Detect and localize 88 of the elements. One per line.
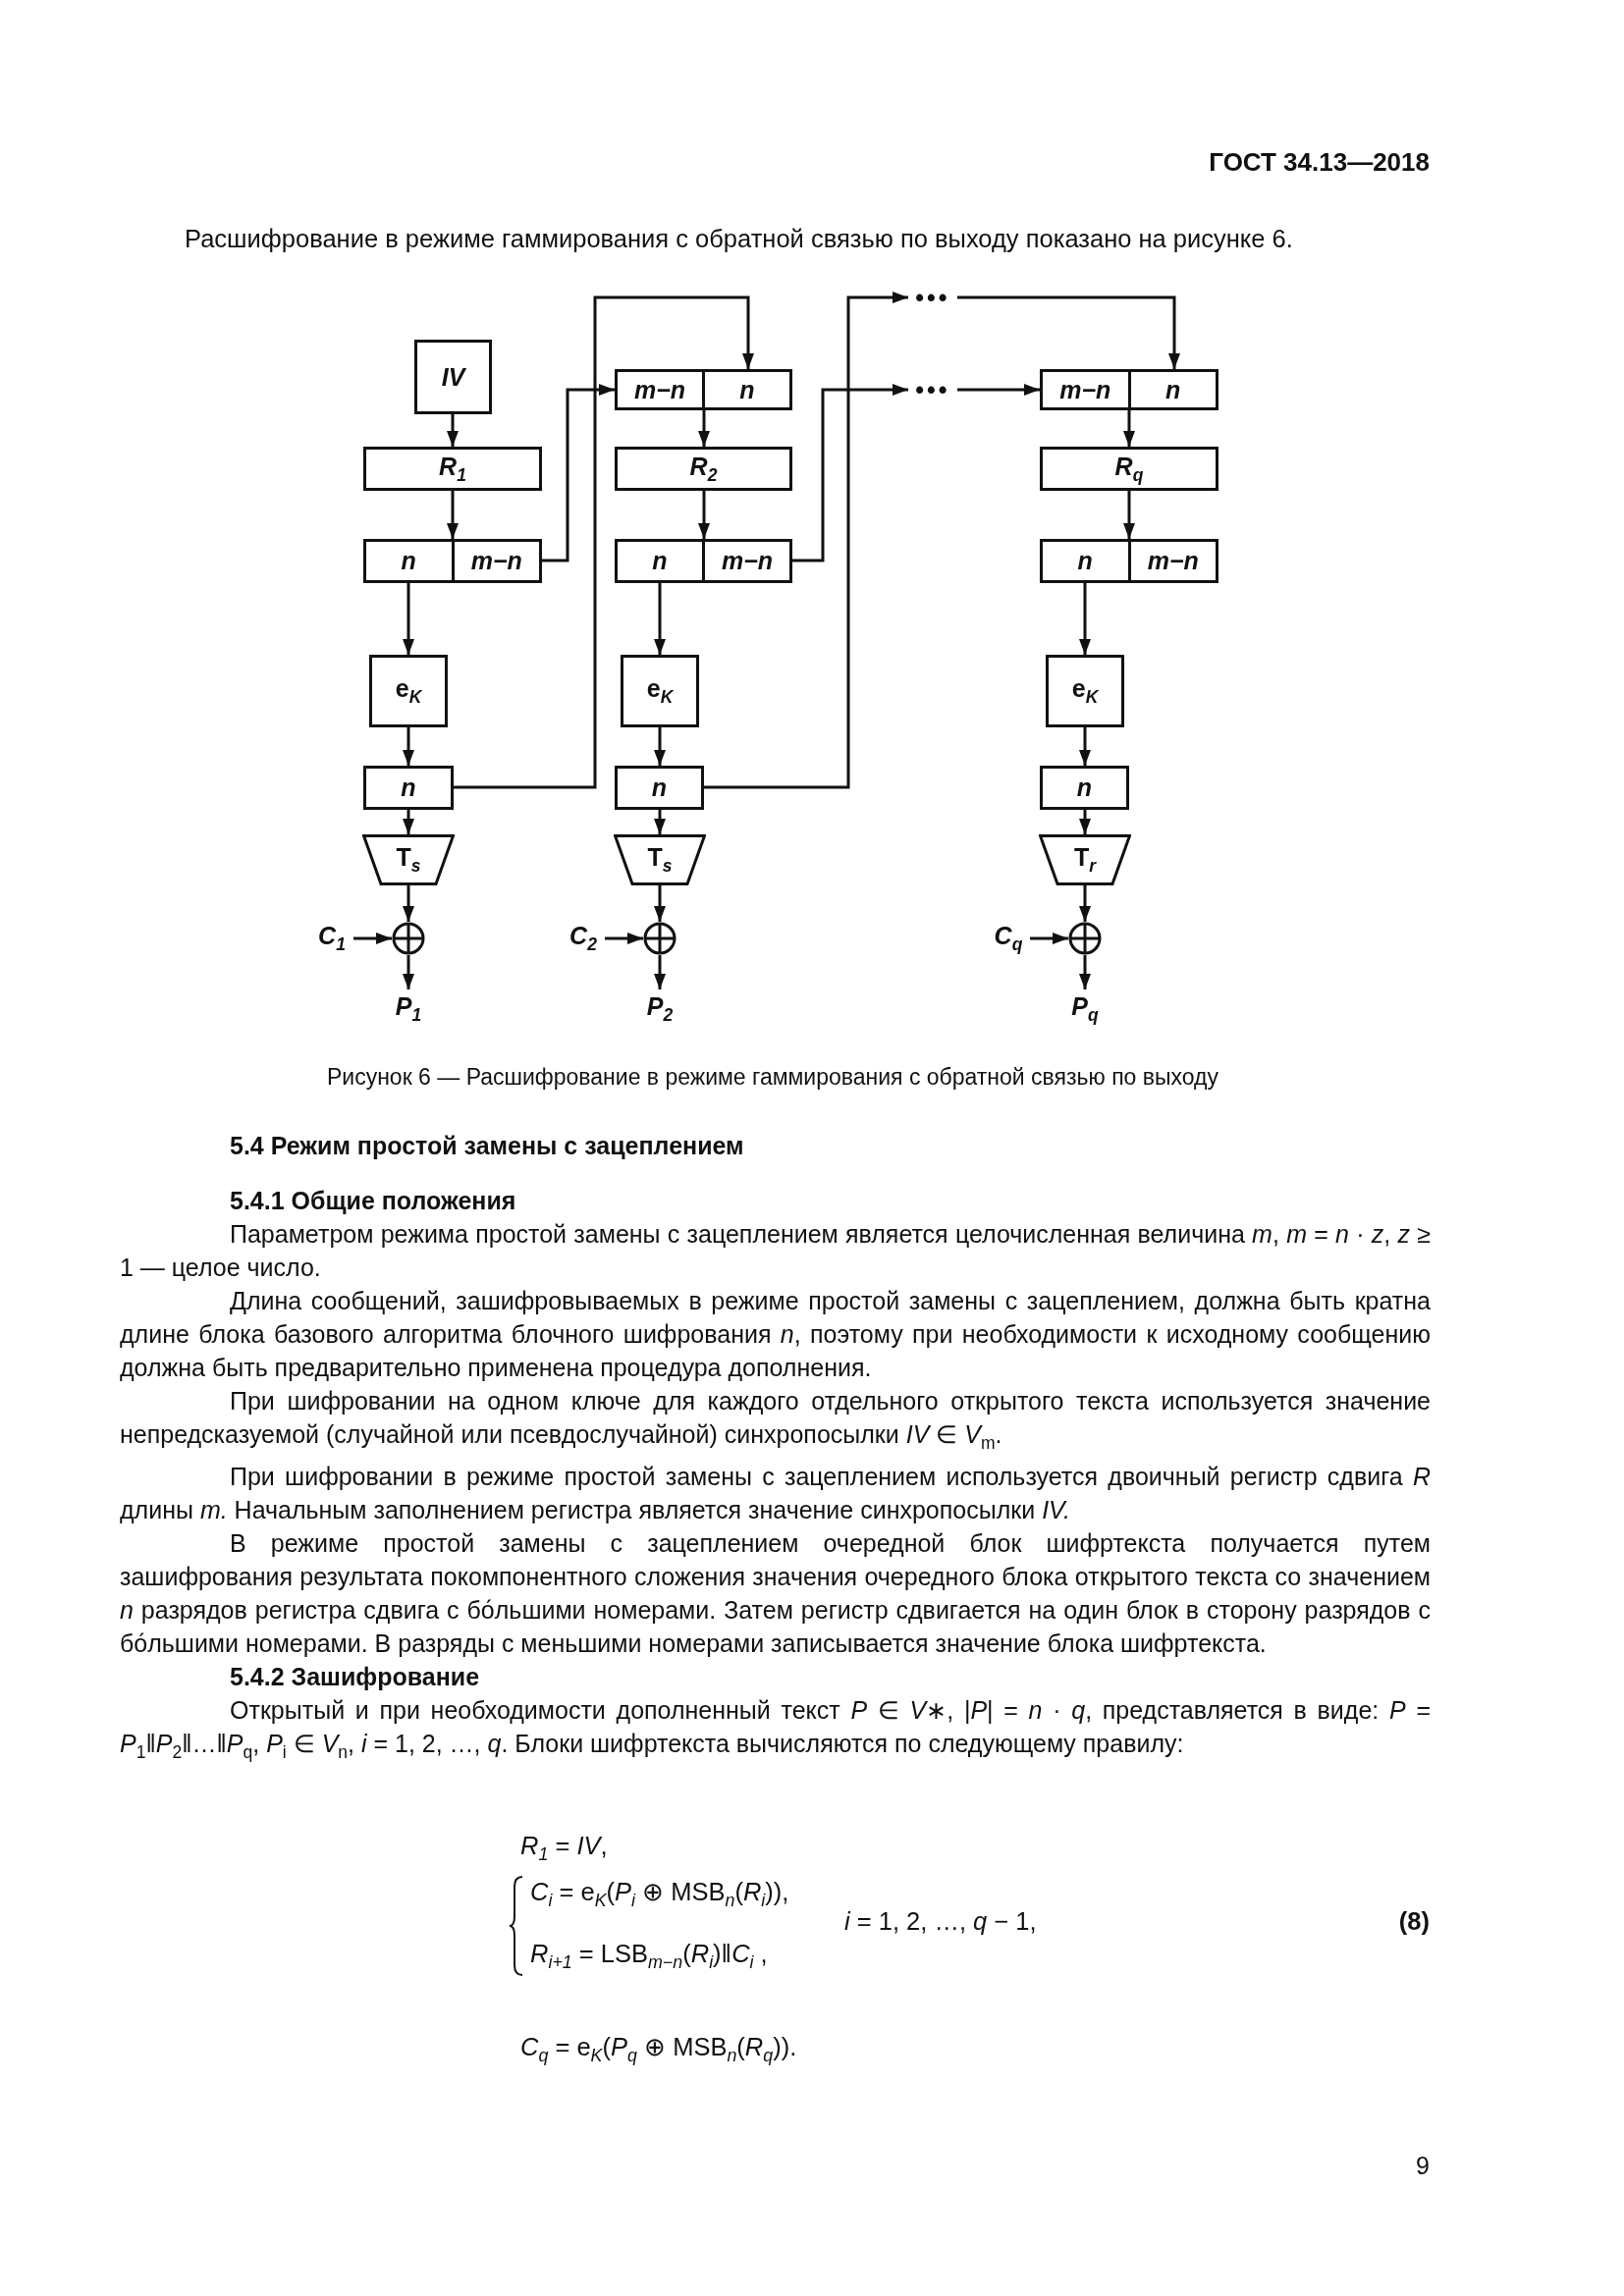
arrow — [403, 583, 414, 655]
register-box: R$_{2}$ — [615, 447, 792, 491]
output-label: P$_{2}$ — [638, 989, 681, 1029]
arrow — [447, 491, 459, 539]
paragraph: Расшифрование в режиме гаммирования с обратной связью по выходу показано на рисунке 6. — [185, 225, 1293, 253]
input-label: C$_{q}$ — [987, 919, 1030, 958]
register-box: R$_{q}$ — [1040, 447, 1218, 491]
output-label: P$_{1}$ — [387, 989, 430, 1029]
arrow — [403, 727, 414, 766]
register-field: n — [1043, 542, 1128, 580]
page-header: ГОСТ 34.13—2018 — [1209, 147, 1430, 178]
register-field: n — [366, 542, 452, 580]
xor-symbol — [392, 922, 425, 955]
formula: R$_{i+1}$ = LSB$_{m−n}$(R$_{i}$)‖C$_{i}$ , — [530, 1940, 768, 1974]
arrow — [957, 384, 1040, 396]
register-field: m−n — [451, 542, 539, 580]
arrow — [654, 955, 666, 989]
arrow — [654, 810, 666, 834]
truncation-trapezoid: T$_{s}$ — [614, 834, 706, 885]
arrow — [957, 295, 1180, 369]
formula: C$_{i}$ = e$_{K}$(P$_{i}$ ⊕ MSB$_{n}$(R$_{i}$)), — [530, 1877, 789, 1912]
arrow — [654, 583, 666, 655]
register-box — [1040, 539, 1218, 583]
paragraph: Длина сообщений, зашифровываемых в режиме простой замены с зацеплением, должна быть кратна длине блока базового алгоритма блочного шифрования n, поэтому при необходимости к исходному сообщению должна быть предварительно применена процедура дополнения. — [120, 1286, 1431, 1383]
register-field: m−n — [618, 372, 702, 407]
paragraph: При шифровании на одном ключе для каждого отдельного открытого текста используется значение непредсказуемой (случайной или псевдослучайной) синхропосылки IV ∈ V$_{m}$. — [120, 1386, 1431, 1455]
section-heading: 5.4.2 Зашифрование — [230, 1662, 481, 1692]
arrow — [654, 885, 666, 922]
arrow — [1079, 810, 1091, 834]
figure-caption: Рисунок 6 — Расшифрование в режиме гаммирования с обратной связью по выходу — [326, 1064, 1219, 1091]
register-field: m−n — [702, 542, 789, 580]
register-box: n — [1040, 766, 1129, 810]
arrow — [654, 727, 666, 766]
formula: R$_{1}$ = IV, — [520, 1832, 608, 1866]
arrow — [1079, 583, 1091, 655]
arrow — [1079, 955, 1091, 989]
paragraph: При шифровании в режиме простой замены с зацеплением используется двоичный регистр сдвига R длины m. Начальным заполнением регистра является значение синхропосылки IV. — [120, 1462, 1431, 1525]
formula: i = 1, 2, …, q − 1, — [844, 1907, 1037, 1936]
register-box — [615, 369, 792, 410]
encryption-box: e$_{K}$ — [621, 655, 699, 727]
truncation-trapezoid: T$_{r}$ — [1039, 834, 1131, 885]
register-field: m−n — [1043, 372, 1128, 407]
arrow — [792, 384, 908, 562]
register-field: m−n — [1127, 542, 1216, 580]
section-heading: 5.4 Режим простой замены с зацеплением — [230, 1131, 745, 1161]
equation-number: (8) — [1398, 1907, 1430, 1936]
paragraph: Открытый и при необходимости дополненный текст P ∈ V∗, |P| = n · q, представляется в виде: P = P$_{1}$‖P$_{2}$‖…‖P$_{q}$, P$_{i}$ ∈ V$_{n}$, i = 1, 2, …, q. Блоки шифртекста вычисляются по следующему правилу: — [120, 1695, 1431, 1764]
register-box — [363, 539, 542, 583]
arrow — [542, 384, 615, 562]
xor-symbol — [643, 922, 677, 955]
arrow — [698, 491, 710, 539]
arrow — [1079, 885, 1091, 922]
register-field: n — [618, 542, 702, 580]
ellipsis: ••• — [908, 283, 957, 312]
formula: C$_{q}$ = e$_{K}$(P$_{q}$ ⊕ MSB$_{n}$(R$_{q}$)). — [520, 2032, 797, 2067]
arrow — [403, 810, 414, 834]
xor-symbol — [1068, 922, 1102, 955]
arrow — [1123, 410, 1135, 447]
page-number: 9 — [1416, 2152, 1430, 2180]
register-field: n — [702, 372, 789, 407]
arrow — [1079, 727, 1091, 766]
section-heading: 5.4.1 Общие положения — [230, 1186, 517, 1216]
truncation-trapezoid: T$_{s}$ — [362, 834, 455, 885]
arrow — [1123, 491, 1135, 539]
arrow — [447, 414, 459, 447]
arrow — [698, 410, 710, 447]
register-box: n — [615, 766, 704, 810]
paragraph: В режиме простой замены с зацеплением очередной блок шифртекста получается путем зашифрования результата покомпонентного сложения значения очередного блока открытого текста со значением n разрядов регистра сдвига с бо́льшими номерами. Затем регистр сдвигается на один блок в сторону разрядов с бо́льшими номерами. В разряды с меньшими номерами записывается значение блока шифртекста. — [120, 1528, 1431, 1659]
output-label: P$_{q}$ — [1063, 989, 1107, 1029]
register-box: R$_{1}$ — [363, 447, 542, 491]
register-box — [615, 539, 792, 583]
register-field: n — [1127, 372, 1216, 407]
arrow — [403, 885, 414, 922]
arrow — [403, 955, 414, 989]
arrow — [1030, 933, 1068, 944]
input-label: C$_{2}$ — [562, 919, 605, 958]
ellipsis: ••• — [908, 375, 957, 404]
arrow — [704, 292, 908, 789]
register-box: n — [363, 766, 454, 810]
arrow — [454, 295, 754, 789]
arrow — [605, 933, 643, 944]
encryption-box: e$_{K}$ — [369, 655, 448, 727]
input-label: C$_{1}$ — [310, 919, 353, 958]
register-box — [1040, 369, 1218, 410]
process-box: IV — [414, 340, 492, 414]
encryption-box: e$_{K}$ — [1046, 655, 1124, 727]
paragraph: Параметром режима простой замены с зацеплением является целочисленная величина m, m = n · z, z ≥ 1 — целое число. — [120, 1219, 1431, 1283]
arrow — [353, 933, 392, 944]
